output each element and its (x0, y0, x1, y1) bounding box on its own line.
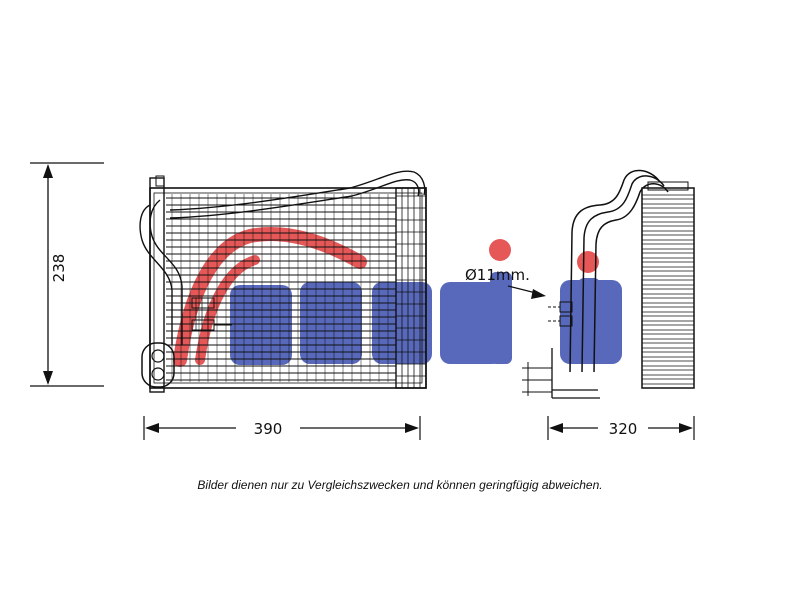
watermark-blue-letter (440, 282, 502, 364)
side-width-label: 320 (609, 420, 638, 438)
side-pipe-bottom (551, 348, 600, 399)
side-view-evaporator (522, 169, 695, 399)
pipe-diameter-arrow (507, 285, 546, 299)
pipe-diameter-label: Ø11mm. (465, 266, 530, 284)
watermark-red-dot (489, 239, 511, 261)
side-pipe-2 (581, 175, 665, 373)
watermark-blue-letter (300, 282, 362, 364)
front-pipe-left (139, 204, 173, 345)
front-pipe-left-2 (149, 199, 183, 345)
front-core-mesh (171, 194, 389, 382)
watermark-blue-letter (230, 285, 292, 365)
side-pipe-1 (569, 169, 661, 373)
disclaimer-caption: Bilder dienen nur zu Vergleichszwecken u… (197, 478, 603, 492)
side-pipe-3 (593, 183, 669, 373)
expansion-valve (191, 297, 232, 331)
front-tank-segments (396, 188, 426, 388)
height-dimension (30, 162, 104, 387)
watermark-blue-letter (490, 272, 512, 364)
front-width-dimension (143, 416, 421, 440)
front-pipe-upper-2 (169, 179, 420, 219)
watermark-blue-letter (578, 278, 600, 364)
front-pipe-upper (169, 170, 426, 211)
height-dimension-label: 238 (50, 254, 68, 283)
front-width-label: 390 (254, 420, 283, 438)
flange-connector (141, 342, 175, 388)
watermark-logo (173, 226, 622, 367)
front-view-evaporator (139, 170, 427, 393)
side-core (641, 187, 695, 389)
side-width-dimension (547, 416, 695, 440)
watermark-red-dot (577, 251, 599, 273)
front-core-fins (166, 197, 396, 381)
watermark-red-arc-inner (195, 255, 260, 365)
side-fittings (522, 301, 573, 396)
front-left-tank (149, 177, 165, 393)
side-core-fins (642, 194, 694, 389)
